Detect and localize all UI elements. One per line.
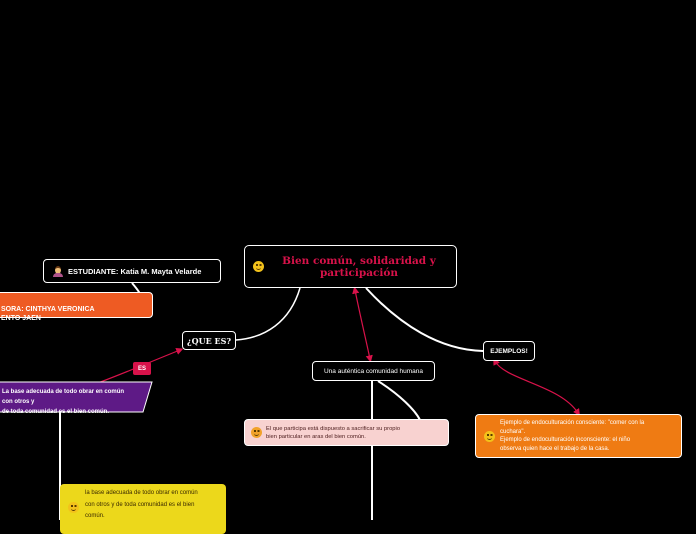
link-central-ejemplos — [365, 287, 484, 352]
yellow-note-label: la base adecuada de todo obrar en común … — [85, 490, 198, 519]
student-node[interactable]: ESTUDIANTE: Katia M. Mayta Velarde — [43, 259, 221, 283]
professor-label: SORA: CINTHYA VERONICA ENTO JAEN — [1, 306, 95, 322]
ejemplos-label: EJEMPLOS! — [490, 347, 528, 355]
definition-label: La base adecuada de todo obrar en común … — [2, 389, 125, 415]
comunidad-node[interactable]: Una auténtica comunidad humana — [312, 361, 435, 381]
central-topic[interactable]: Bien común, solidaridad y participación — [244, 245, 457, 288]
sacrifice-label: El que participa está dispuesto a sacrif… — [266, 425, 401, 440]
es-tag-label: ES — [137, 365, 146, 372]
ejemplos-node[interactable]: EJEMPLOS! — [483, 341, 535, 361]
professor-node[interactable]: SORA: CINTHYA VERONICA ENTO JAEN — [0, 292, 153, 322]
arrow-ejemplos-examples — [493, 357, 580, 417]
examples-node[interactable]: Ejemplo de endoculturación consciente: "… — [475, 414, 682, 458]
sacrifice-node[interactable]: El que participa está dispuesto a sacrif… — [244, 419, 449, 446]
person-icon — [53, 265, 63, 277]
examples-label: Ejemplo de endoculturación consciente: "… — [500, 420, 645, 452]
comunidad-label: Una auténtica comunidad humana — [323, 367, 423, 375]
grinning-face-icon — [68, 502, 79, 513]
link-central-que — [235, 287, 301, 341]
que-es-label: ¿QUE ES? — [186, 335, 232, 346]
link-comunidad-down-2 — [377, 380, 421, 421]
grinning-face-icon — [253, 261, 264, 272]
smiling-face-icon — [251, 427, 262, 438]
definition-shape — [0, 381, 153, 413]
central-topic-label: Bien común, solidaridad y participación — [282, 254, 436, 279]
que-es-node[interactable]: ¿QUE ES? — [182, 331, 236, 350]
yellow-note-node[interactable]: la base adecuada de todo obrar en común … — [60, 484, 226, 534]
grinning-face-icon — [484, 430, 495, 442]
arrow-central-comunidad — [352, 286, 373, 363]
connector-lines — [0, 282, 580, 520]
es-relationship-tag[interactable]: ES — [133, 362, 151, 375]
student-label: ESTUDIANTE: Katia M. Mayta Velarde — [68, 266, 202, 276]
definition-node[interactable]: La base adecuada de todo obrar en común … — [0, 382, 153, 415]
